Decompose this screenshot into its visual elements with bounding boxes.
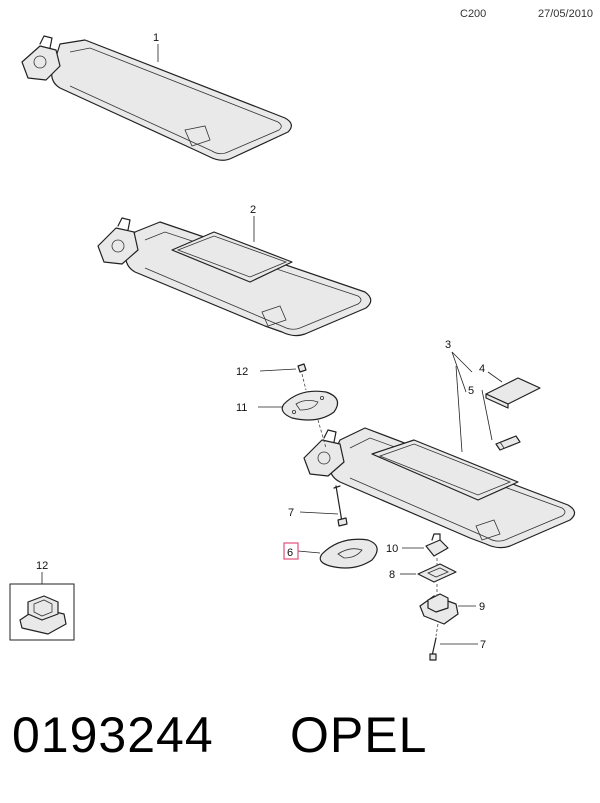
part-number: 0193244 <box>12 707 214 763</box>
leader-3-a <box>451 351 473 373</box>
retaining-bracket[interactable] <box>419 593 459 625</box>
callout-10[interactable]: 10 <box>386 543 398 555</box>
callout-7-lower[interactable]: 7 <box>480 639 486 651</box>
leader-6 <box>297 550 321 554</box>
callout-4[interactable]: 4 <box>479 363 485 375</box>
leader-3-c <box>455 365 463 453</box>
sun-visor-mirror[interactable] <box>97 217 372 337</box>
bulb[interactable] <box>495 435 521 451</box>
leader-3-b <box>451 351 467 393</box>
clip-nut-top[interactable] <box>297 363 307 373</box>
callout-1[interactable]: 1 <box>153 32 159 44</box>
diagram-date: 27/05/2010 <box>538 8 594 20</box>
model-code: C200 <box>460 8 487 20</box>
callout-6-highlight <box>283 542 299 560</box>
callout-11[interactable]: 11 <box>236 402 247 414</box>
mirror-cover[interactable] <box>485 377 541 409</box>
callout-2[interactable]: 2 <box>250 204 256 216</box>
callout-12-inset[interactable]: 12 <box>36 560 48 572</box>
screw-lower[interactable] <box>429 637 437 661</box>
leader-12-top <box>259 368 297 372</box>
callout-3[interactable]: 3 <box>445 339 451 351</box>
sun-visor-assembly[interactable] <box>303 427 576 549</box>
cover-plate[interactable] <box>319 538 378 569</box>
leader-5 <box>481 389 493 441</box>
inset-detail-12[interactable] <box>9 583 75 641</box>
callout-5[interactable]: 5 <box>468 385 474 397</box>
callout-8[interactable]: 8 <box>389 569 395 581</box>
leader-4 <box>487 371 503 383</box>
mounting-plate[interactable] <box>281 390 339 421</box>
callout-7-upper[interactable]: 7 <box>288 507 294 519</box>
callout-9[interactable]: 9 <box>479 601 485 613</box>
callout-12-top[interactable]: 12 <box>236 366 248 378</box>
dash-12 <box>301 373 307 391</box>
sun-visor-plain[interactable] <box>21 35 292 161</box>
gasket[interactable] <box>417 563 457 583</box>
screw-upper[interactable] <box>333 485 348 527</box>
brand-name: OPEL <box>290 707 428 763</box>
callout-6[interactable]: 6 <box>287 547 293 559</box>
dash-9 <box>435 623 439 637</box>
retainer-clip[interactable] <box>425 533 449 557</box>
leader-7-upper <box>299 511 339 515</box>
